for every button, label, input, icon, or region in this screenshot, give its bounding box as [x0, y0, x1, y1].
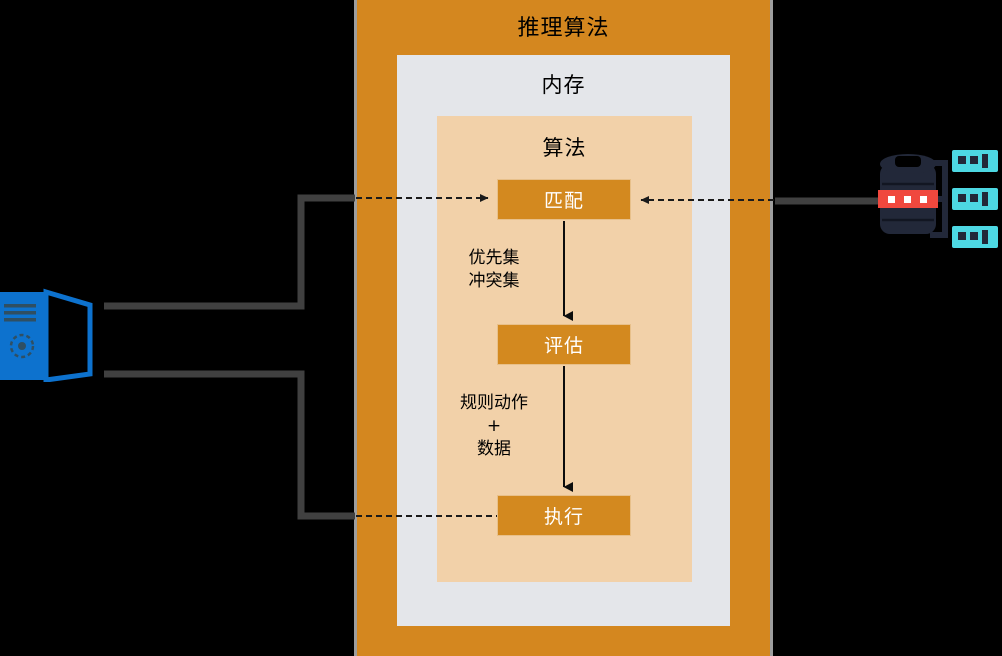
step-box-evaluate[interactable]: 评估: [497, 324, 631, 365]
edge-label-rule-action: 规则动作 + 数据: [460, 393, 528, 459]
step-box-match[interactable]: 匹配: [497, 179, 631, 220]
blue-server-icon: [0, 288, 93, 382]
wire-left-lower: [104, 370, 355, 520]
step-box-evaluate-label: 评估: [543, 335, 584, 357]
wire-left-upper: [104, 194, 355, 310]
memory-container-title: 内存: [541, 73, 586, 97]
step-box-execute[interactable]: 执行: [497, 495, 631, 536]
edge-label-conflict-set: 优先集 冲突集: [468, 248, 520, 291]
outer-container-title: 推理算法: [517, 16, 610, 41]
dark-database-icon: [878, 150, 998, 248]
algorithm-container-title: 算法: [542, 136, 587, 160]
step-box-match-label: 匹配: [543, 190, 584, 212]
step-box-execute-label: 执行: [543, 506, 584, 528]
